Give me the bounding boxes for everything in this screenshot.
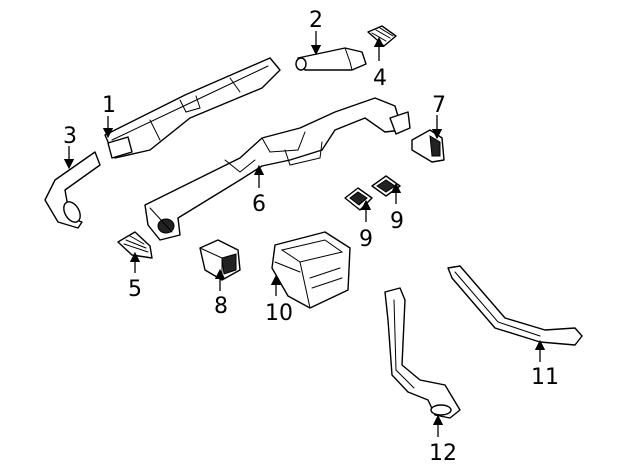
callout-2: 2 <box>309 8 323 33</box>
callout-3: 3 <box>63 124 77 149</box>
callout-6: 6 <box>252 192 266 217</box>
part-4-grille <box>367 25 397 47</box>
part-9-grille-a <box>344 187 373 211</box>
part-11-long-duct <box>447 265 583 346</box>
callout-4: 4 <box>373 66 387 91</box>
part-5-corner-vent <box>117 231 153 259</box>
callout-12: 12 <box>429 441 457 466</box>
callout-8: 8 <box>214 294 228 319</box>
part-6-main-duct <box>144 97 411 241</box>
callout-11: 11 <box>531 365 559 390</box>
part-1-defroster-duct <box>104 57 281 159</box>
part-3-left-duct <box>44 151 101 229</box>
callout-5: 5 <box>128 277 142 302</box>
part-8-vent-box <box>199 239 241 281</box>
callout-9b: 9 <box>390 209 404 234</box>
part-2-side-duct <box>295 47 367 71</box>
callout-7: 7 <box>432 93 446 118</box>
callout-1: 1 <box>102 93 116 118</box>
callout-leaders <box>63 31 546 437</box>
callout-10: 10 <box>265 301 293 326</box>
part-10-heater-box <box>271 231 351 309</box>
callout-9a: 9 <box>359 227 373 252</box>
part-7-vent <box>411 129 445 163</box>
part-12-floor-duct <box>384 287 461 419</box>
